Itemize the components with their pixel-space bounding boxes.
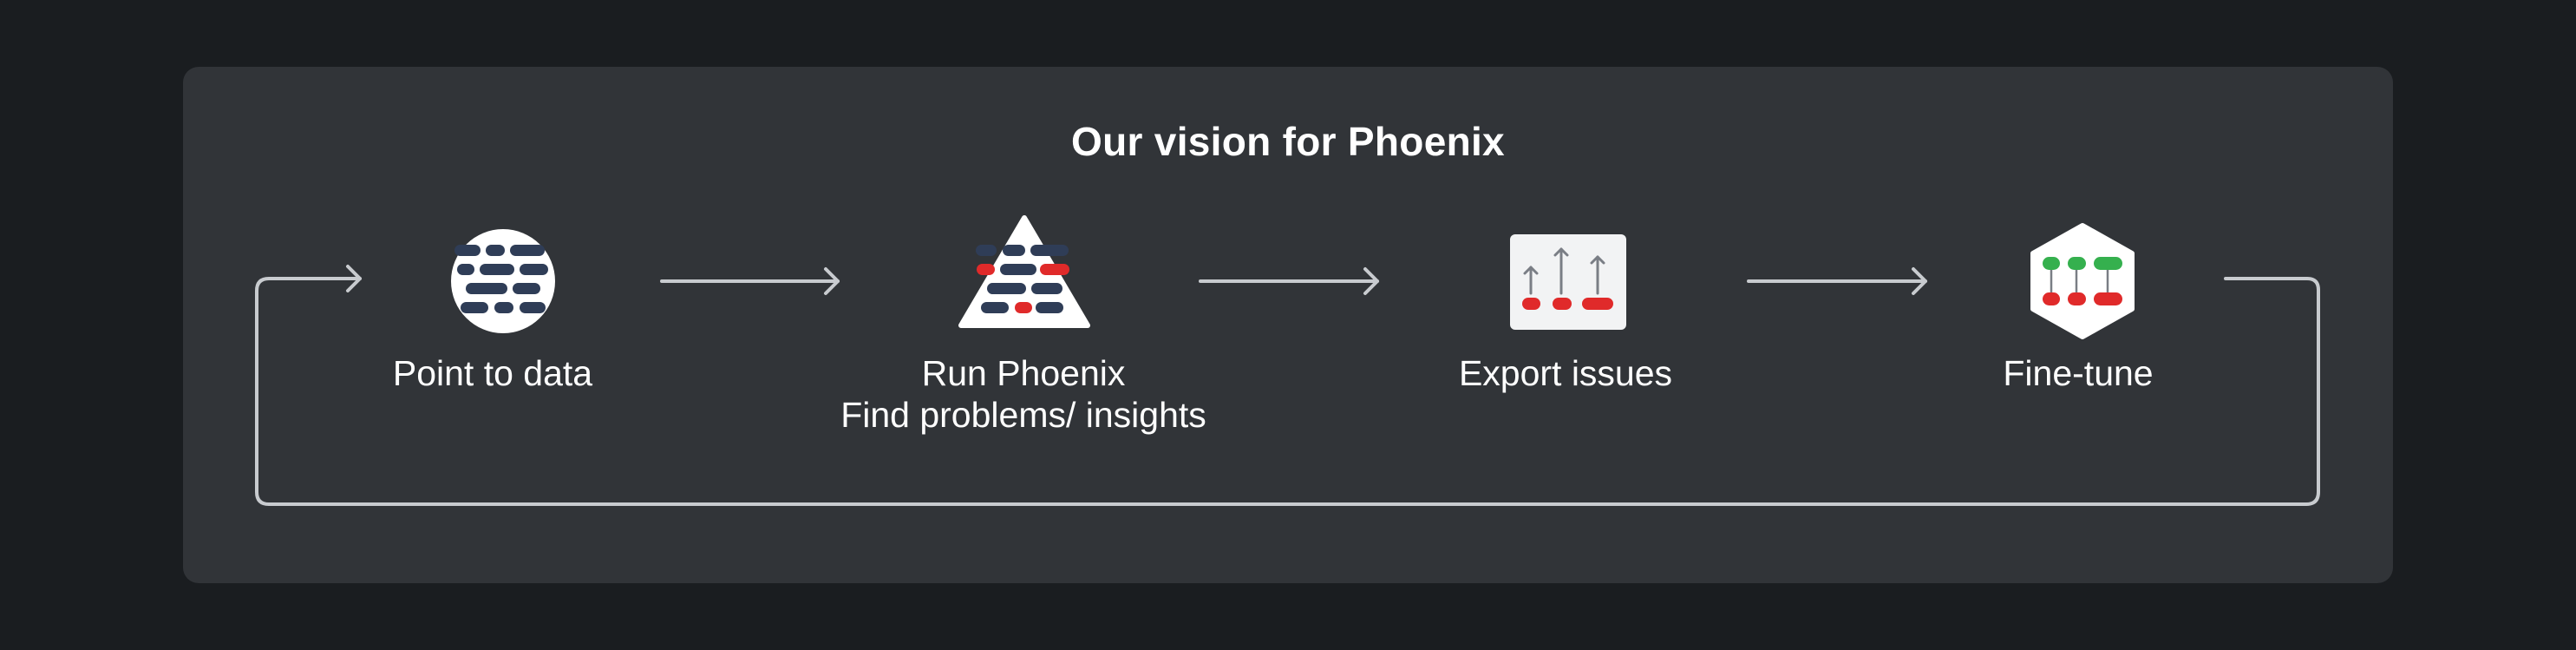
arrow-3-to-4 — [1747, 267, 1927, 295]
export-card-icon — [1510, 234, 1626, 330]
step-1-title: Point to data — [392, 353, 593, 393]
arrow-1-to-2 — [660, 267, 840, 295]
arrow-2-to-3 — [1199, 267, 1379, 295]
hexagon-tune-icon — [2030, 223, 2135, 339]
loop-back-arrow — [255, 265, 2320, 506]
diagram-panel — [183, 67, 2393, 583]
step-4-title: Fine-tune — [2003, 353, 2154, 393]
step-label-fine-tune: Fine-tune — [1905, 352, 2252, 394]
data-circle-icon — [451, 229, 555, 333]
step-2-subtitle: Find problems/ insights — [840, 395, 1206, 435]
pyramid-icon — [958, 215, 1090, 328]
step-3-title: Export issues — [1458, 353, 1673, 393]
step-label-export-issues: Export issues — [1392, 352, 1739, 394]
step-label-run-phoenix: Run Phoenix Find problems/ insights — [763, 352, 1284, 436]
step-2-title: Run Phoenix — [921, 353, 1126, 393]
diagram-title: Our vision for Phoenix — [1071, 119, 1505, 164]
step-label-point-to-data: Point to data — [319, 352, 666, 394]
flow-arrows — [255, 265, 2320, 506]
